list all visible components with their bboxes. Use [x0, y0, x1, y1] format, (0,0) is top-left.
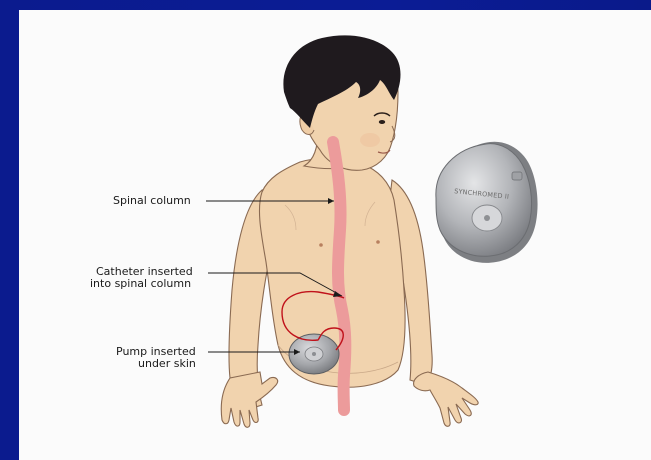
synchromed-pump-device	[436, 142, 538, 263]
label-pump-line2: under skin	[138, 358, 196, 370]
label-spinal-column: Spinal column	[113, 195, 191, 207]
label-catheter-line2: into spinal column	[90, 278, 191, 290]
